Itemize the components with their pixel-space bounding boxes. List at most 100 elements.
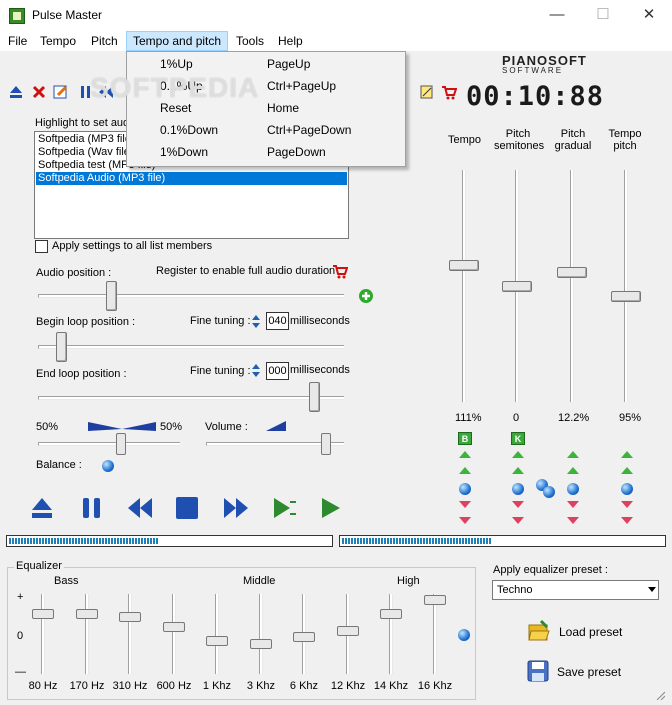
eq-band-track[interactable] xyxy=(215,594,219,674)
eq-band-track[interactable] xyxy=(433,594,437,674)
menu-pitch[interactable]: Pitch xyxy=(91,34,118,48)
eq-band-track[interactable] xyxy=(41,594,45,674)
menuitem-1-up[interactable]: 1%Up PageUp xyxy=(127,53,405,75)
eject-icon[interactable] xyxy=(30,496,54,520)
eq-band-slider[interactable] xyxy=(206,635,228,646)
pitch-gradual-reset-button[interactable] xyxy=(567,483,579,495)
rewind-icon[interactable] xyxy=(126,496,154,520)
save-icon[interactable] xyxy=(527,660,549,682)
eq-band-slider[interactable] xyxy=(119,612,141,622)
end-loop-slider[interactable] xyxy=(309,382,320,412)
balance-track[interactable] xyxy=(38,442,180,446)
tempo-pitch-up-01-button[interactable] xyxy=(621,467,633,474)
pitch-semitones-up-1-button[interactable] xyxy=(512,451,524,458)
eq-band-slider[interactable] xyxy=(250,639,272,650)
end-loop-track[interactable] xyxy=(38,396,344,400)
pitch-semitones-up-01-button[interactable] xyxy=(512,467,524,474)
tempo-up-01-button[interactable] xyxy=(459,467,471,474)
save-preset-button[interactable]: Save preset xyxy=(557,665,622,679)
menu-tempo[interactable]: Tempo xyxy=(40,34,77,48)
tempo-pitch-up-1-button[interactable] xyxy=(621,451,633,458)
play-icon[interactable] xyxy=(320,496,342,520)
balance-slider[interactable] xyxy=(116,433,126,455)
minimize-button[interactable]: — xyxy=(549,6,565,23)
edit-icon[interactable] xyxy=(53,84,69,100)
begin-fine-input[interactable]: 040 xyxy=(266,312,289,330)
eq-band-track[interactable] xyxy=(172,594,176,674)
pause-icon[interactable] xyxy=(78,84,94,100)
tempo-reset-button[interactable] xyxy=(459,483,471,495)
menuitem-reset[interactable]: Reset Home xyxy=(127,97,405,119)
pitch-semitones-reset-button[interactable] xyxy=(512,483,524,495)
end-fine-input[interactable]: 000 xyxy=(266,362,289,380)
maximize-button[interactable]: ☐ xyxy=(596,6,610,23)
eq-reset-icon[interactable] xyxy=(458,629,470,641)
pitch-semitones-slider[interactable] xyxy=(502,281,532,292)
menu-tools[interactable]: Tools xyxy=(236,34,265,48)
rewind-icon[interactable] xyxy=(98,84,114,100)
close-button[interactable]: ✕ xyxy=(642,6,656,23)
apply-all-checkbox[interactable] xyxy=(35,240,48,253)
list-item[interactable]: Softpedia (MP3 file) xyxy=(38,133,135,145)
cart-icon[interactable] xyxy=(441,84,457,100)
menuitem-1-down[interactable]: 1%Down PageDown xyxy=(127,141,405,163)
tempo-pitch-track[interactable] xyxy=(624,170,628,402)
menu-tempo-and-pitch[interactable]: Tempo and pitch xyxy=(126,31,229,51)
volume-slider[interactable] xyxy=(321,433,331,455)
pause-icon[interactable] xyxy=(80,496,104,520)
eq-band-slider[interactable] xyxy=(32,608,54,619)
audio-position-track[interactable] xyxy=(38,294,344,298)
eq-band-slider[interactable] xyxy=(163,622,185,633)
pitch-gradual-track[interactable] xyxy=(570,170,574,402)
pitch-badge[interactable]: K xyxy=(511,432,525,445)
notepad-icon[interactable] xyxy=(419,84,435,100)
list-item[interactable]: Softpedia (Wav file) xyxy=(38,146,134,158)
reset-all-icon[interactable] xyxy=(543,486,555,498)
menu-file[interactable]: File xyxy=(8,34,28,48)
tempo-down-01-button[interactable] xyxy=(459,501,471,508)
folder-open-icon[interactable] xyxy=(527,619,551,643)
eq-band-slider[interactable] xyxy=(380,608,402,619)
fast-forward-icon[interactable] xyxy=(222,496,250,520)
eq-band-slider[interactable] xyxy=(424,595,446,605)
play-loop-icon[interactable] xyxy=(272,496,298,520)
eq-band-slider[interactable] xyxy=(293,632,315,643)
pitch-gradual-down-01-button[interactable] xyxy=(567,501,579,508)
load-preset-button[interactable]: Load preset xyxy=(559,625,623,639)
menuitem-01-up[interactable]: 0.1%Up Ctrl+PageUp xyxy=(127,75,405,97)
add-icon[interactable] xyxy=(358,288,374,304)
menu-help[interactable]: Help xyxy=(278,34,303,48)
end-fine-spinner[interactable] xyxy=(252,364,260,378)
balance-reset-icon[interactable] xyxy=(102,460,114,472)
tempo-track[interactable] xyxy=(462,170,466,402)
pitch-gradual-slider[interactable] xyxy=(557,267,587,278)
cart-icon[interactable] xyxy=(332,263,348,279)
eq-band-track[interactable] xyxy=(85,594,89,674)
menuitem-01-down[interactable]: 0.1%Down Ctrl+PageDown xyxy=(127,119,405,141)
tempo-pitch-down-1-button[interactable] xyxy=(621,517,633,524)
pitch-gradual-up-01-button[interactable] xyxy=(567,467,579,474)
eq-band-slider[interactable] xyxy=(337,625,359,636)
pitch-semitones-down-1-button[interactable] xyxy=(512,517,524,524)
eject-icon[interactable] xyxy=(8,84,24,100)
tempo-pitch-down-01-button[interactable] xyxy=(621,501,633,508)
begin-loop-track[interactable] xyxy=(38,345,344,349)
eq-band-slider[interactable] xyxy=(76,608,98,619)
pitch-semitones-down-01-button[interactable] xyxy=(512,501,524,508)
resize-grip-icon[interactable] xyxy=(655,690,665,700)
eq-band-track[interactable] xyxy=(259,594,263,674)
eq-band-track[interactable] xyxy=(389,594,393,674)
preset-select[interactable]: Techno xyxy=(492,580,659,600)
tempo-down-1-button[interactable] xyxy=(459,517,471,524)
tempo-up-1-button[interactable] xyxy=(459,451,471,458)
volume-track[interactable] xyxy=(206,442,344,446)
delete-icon[interactable] xyxy=(31,84,47,100)
begin-loop-slider[interactable] xyxy=(56,332,67,362)
begin-fine-spinner[interactable] xyxy=(252,315,260,329)
list-item[interactable]: Softpedia Audio (MP3 file) xyxy=(36,172,347,185)
eq-band-track[interactable] xyxy=(128,594,132,674)
pitch-gradual-up-1-button[interactable] xyxy=(567,451,579,458)
stop-icon[interactable] xyxy=(175,496,199,520)
tempo-pitch-reset-button[interactable] xyxy=(621,483,633,495)
tempo-badge[interactable]: B xyxy=(458,432,472,445)
